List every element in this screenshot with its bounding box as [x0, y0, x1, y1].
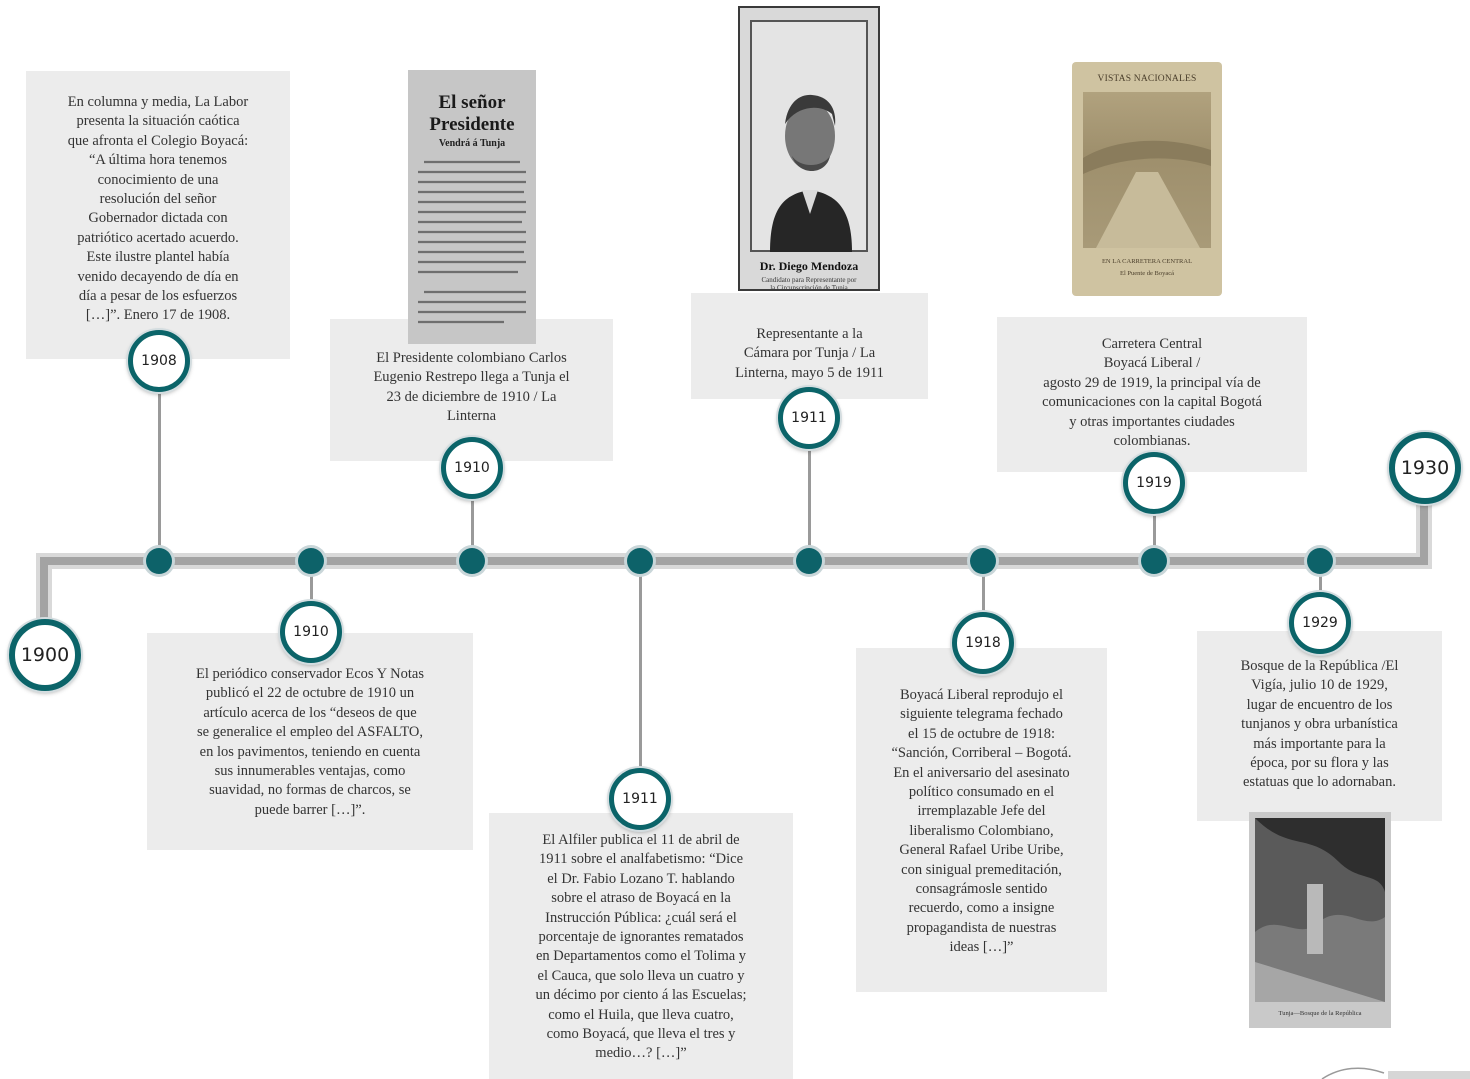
connector-1929: [1318, 561, 1322, 597]
year-marker-1911a: 1911: [609, 768, 671, 830]
clipping-bosque-republica: Tunja—Bosque de la República: [1249, 812, 1391, 1028]
year-marker-end: 1930: [1389, 432, 1461, 504]
clipping-vistas-road: [1083, 140, 1211, 248]
clipping-presidente-headline: El señor Presidente: [429, 92, 515, 135]
timeline-dot-1908: [146, 548, 172, 574]
clipping-vistas-caption: EN LA CARRETERA CENTRAL El Puente de Boy…: [1101, 258, 1193, 277]
event-1919-text: Carretera Central Boyacá Liberal / agost…: [1042, 336, 1262, 450]
event-1911a-box: El Alfiler publica el 11 de abril de 191…: [489, 813, 793, 1079]
event-1908-box: En columna y media, La Labor presenta la…: [26, 71, 290, 359]
event-1919-box: Carretera Central Boyacá Liberal / agost…: [997, 317, 1307, 472]
clipping-presidente: El señor Presidente Vendrá á Tunja: [408, 70, 536, 344]
event-1910a-box: El periódico conservador Ecos Y Notas pu…: [147, 633, 473, 850]
year-marker-1910b: 1910: [441, 437, 503, 499]
timeline-dot-1911b: [796, 548, 822, 574]
clipping-mendoza-caption: Candidato para Representante por la Circ…: [761, 276, 857, 291]
connector-1910b: [470, 482, 474, 561]
timeline-dot-1919: [1141, 548, 1167, 574]
year-marker-1918: 1918: [952, 612, 1014, 674]
page-corner-ornament: [1321, 1067, 1470, 1079]
timeline-dot-1918: [970, 548, 996, 574]
timeline-dot-1910a: [298, 548, 324, 574]
timeline-dot-1929: [1307, 548, 1333, 574]
clipping-mendoza-portrait: Dr. Diego Mendoza Candidato para Represe…: [738, 6, 880, 291]
event-1908-text: En columna y media, La Labor presenta la…: [67, 94, 249, 324]
portrait-figure: [770, 94, 852, 252]
event-1910a-text: El periódico conservador Ecos Y Notas pu…: [195, 666, 425, 818]
event-1910b-text: El Presidente colombiano Carlos Eugenio …: [373, 350, 570, 425]
clipping-bosque-caption: Tunja—Bosque de la República: [1278, 1010, 1362, 1017]
event-1911b-text: Representante a la Cámara por Tunja / La…: [735, 326, 884, 381]
event-1918-box: Boyacá Liberal reprodujo el siguiente te…: [856, 648, 1107, 992]
clipping-mendoza-name: Dr. Diego Mendoza: [759, 259, 859, 273]
timeline-dot-1911a: [627, 548, 653, 574]
connector-1911b: [807, 432, 811, 561]
connector-1918: [981, 561, 985, 617]
connector-1910a: [309, 561, 313, 608]
event-1918-text: Boyacá Liberal reprodujo el siguiente te…: [891, 687, 1072, 956]
timeline-dot-1910b: [459, 548, 485, 574]
year-marker-1911b: 1911: [778, 387, 840, 449]
clipping-vistas-header: VISTAS NACIONALES: [1097, 74, 1197, 84]
clipping-bosque-photo: [1255, 818, 1385, 1002]
event-1929-box: Bosque de la República /El Vigía, julio …: [1197, 631, 1442, 821]
year-marker-1929: 1929: [1289, 592, 1351, 654]
year-marker-1910a: 1910: [280, 601, 342, 663]
clipping-presidente-subhead: Vendrá á Tunja: [438, 138, 506, 149]
connector-1919: [1152, 497, 1156, 561]
event-1911a-text: El Alfiler publica el 11 de abril de 191…: [535, 832, 747, 1062]
event-1929-text: Bosque de la República /El Vigía, julio …: [1240, 658, 1399, 791]
connector-1911a: [638, 561, 642, 773]
connector-1908: [157, 372, 161, 561]
event-1911b-box: Representante a la Cámara por Tunja / La…: [691, 293, 928, 399]
year-marker-start: 1900: [9, 619, 81, 691]
clipping-vistas-nacionales: VISTAS NACIONALES EN LA CARRETERA CENTRA…: [1072, 62, 1222, 296]
clipping-presidente-text-lines: [418, 160, 526, 324]
year-marker-1919: 1919: [1123, 452, 1185, 514]
year-marker-1908: 1908: [128, 330, 190, 392]
